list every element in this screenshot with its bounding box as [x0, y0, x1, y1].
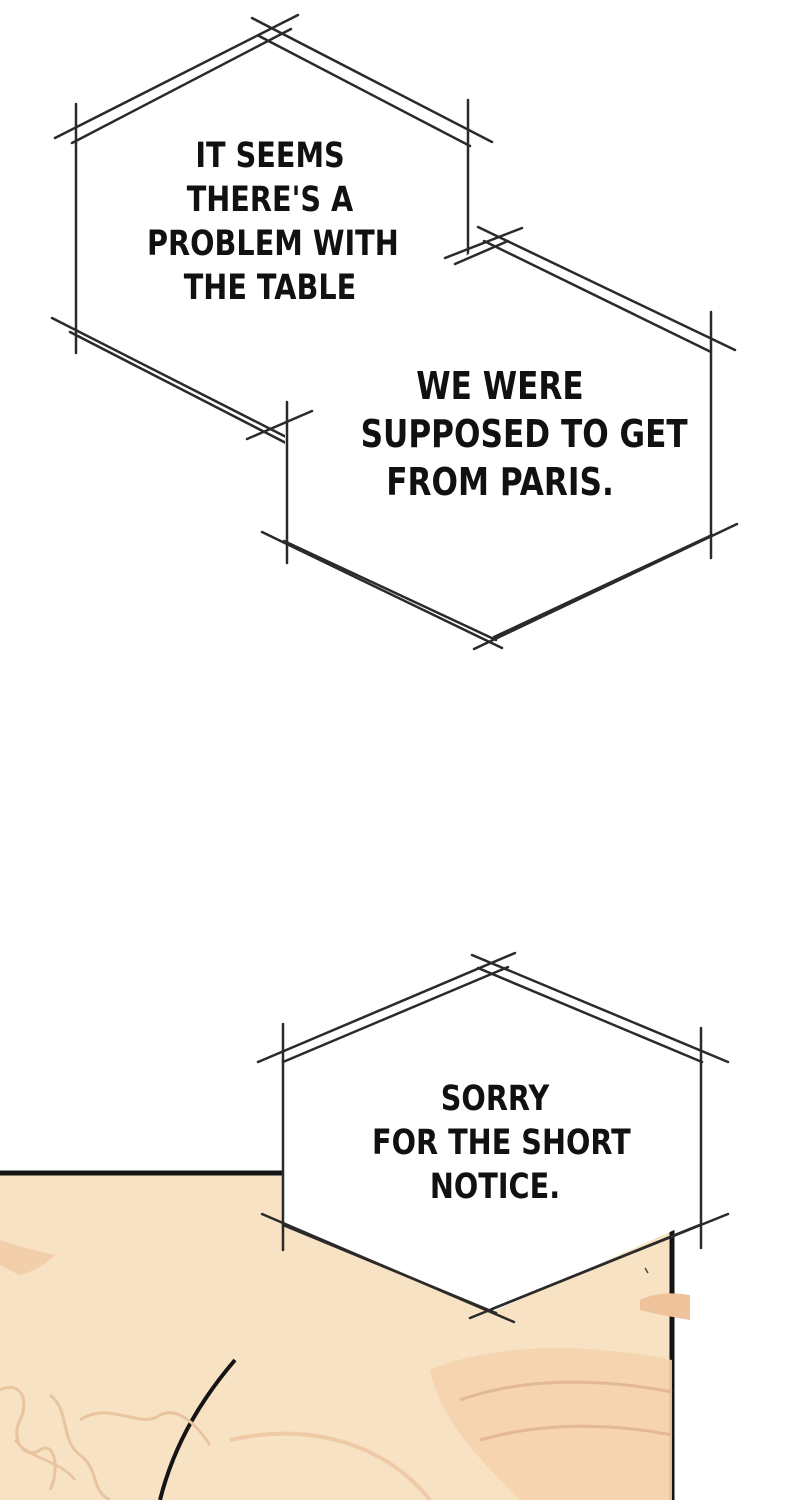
bubble-2-line-1: WE WERE — [416, 364, 584, 408]
bubble-3-text: SORRY FOR THE SHORT NOTICE. — [372, 1077, 631, 1209]
bubble-1-line-4: THE TABLE — [183, 268, 357, 309]
bubble-3-line-2: FOR THE SHORT — [372, 1123, 631, 1164]
bubble-1-line-1: IT SEEMS — [195, 136, 345, 176]
bubble-1-line-2: THERE'S A — [186, 180, 354, 221]
bubble-1-line-3: PROBLEM WITH — [147, 224, 399, 265]
bubble-2-line-3: FROM PARIS. — [386, 459, 614, 504]
bubble-2-line-2: SUPPOSED TO GET — [360, 411, 688, 456]
bubble-2-text: WE WERE SUPPOSED TO GET FROM PARIS. — [360, 363, 688, 507]
speech-bubble-1 — [50, 13, 494, 445]
speech-bubble-3 — [256, 951, 730, 1324]
bubble-3-line-3: NOTICE. — [429, 1167, 561, 1208]
bubble-3-line-1: SORRY — [440, 1079, 550, 1119]
bubble-1-text: IT SEEMS THERE'S A PROBLEM WITH THE TABL… — [147, 134, 399, 310]
speech-bubble-2 — [245, 225, 739, 651]
